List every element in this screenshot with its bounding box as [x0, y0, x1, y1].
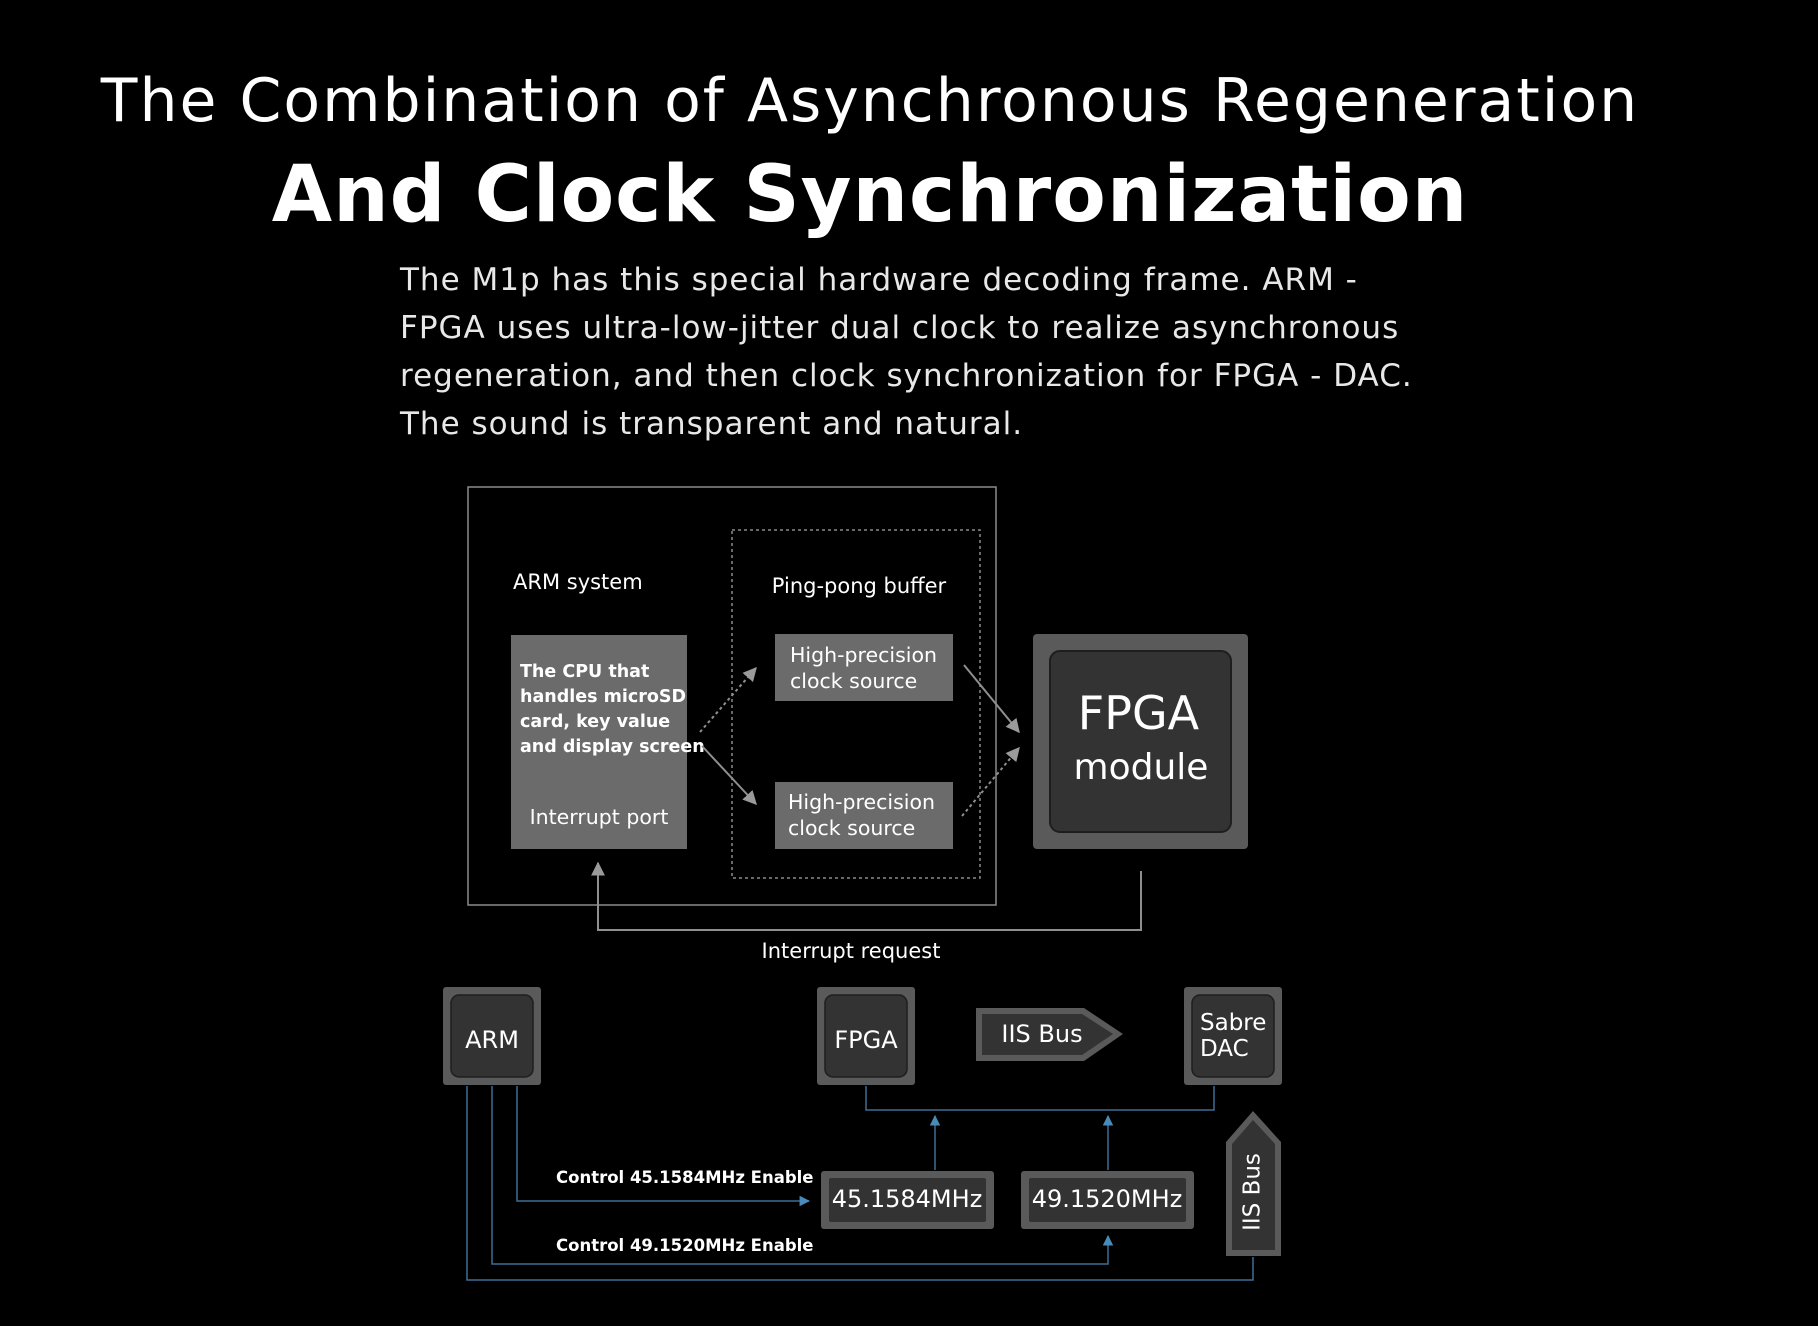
- arrow-clock-1-to-fpga: [963, 664, 1020, 734]
- cpu-text: The CPU that handles microSD card, key v…: [520, 662, 705, 757]
- interrupt-request-line: [591, 861, 1142, 931]
- arrow-clock-2-to-fpga: [961, 746, 1020, 817]
- cpu-box: [511, 635, 687, 849]
- control-49-line: [491, 1086, 1114, 1265]
- interrupt-request-label: Interrupt request: [762, 939, 941, 963]
- fpga-chip-label: FPGA: [834, 1026, 898, 1054]
- description: The M1p has this special hardware decodi…: [400, 256, 1413, 448]
- control-45-line: [516, 1086, 811, 1207]
- clock-source-box-2: [775, 782, 953, 849]
- osc-49-label: 49.1520MHz: [1032, 1185, 1183, 1213]
- arrow-cpu-to-clock-1: [699, 666, 757, 733]
- sabre-dac-chip-inner: [1191, 994, 1275, 1078]
- description-line: regeneration, and then clock synchroniza…: [400, 358, 1413, 394]
- control-49-label: Control 49.1520MHz Enable: [556, 1236, 814, 1255]
- osc-45-label: 45.1584MHz: [832, 1185, 983, 1213]
- osc-45-box-inner: [829, 1178, 986, 1222]
- arm-chip-inner: [450, 994, 534, 1078]
- osc-49-box-inner: [1029, 1178, 1186, 1222]
- clock-source-text-1: High-precision clock source: [790, 643, 944, 693]
- iis-bus-vertical-arrow-inner: [1232, 1120, 1275, 1250]
- arm-system-label: ARM system: [513, 570, 643, 594]
- pingpong-buffer-label: Ping-pong buffer: [772, 574, 947, 598]
- iis-bus-vertical-label: IIS Bus: [1240, 1153, 1266, 1231]
- iis-bus-horizontal-arrow-inner: [982, 1014, 1113, 1055]
- fpga-dac-bus-line: [865, 1086, 1215, 1111]
- control-45-label: Control 45.1584MHz Enable: [556, 1168, 814, 1187]
- title-line-2: And Clock Synchronization: [271, 150, 1469, 240]
- description-line: The M1p has this special hardware decodi…: [400, 262, 1358, 298]
- interrupt-port-label: Interrupt port: [530, 805, 669, 829]
- arm-chip-label: ARM: [465, 1026, 519, 1054]
- fpga-module-label: FPGA module: [1074, 686, 1209, 788]
- iis-bus-horizontal-label: IIS Bus: [1001, 1020, 1082, 1048]
- description-line: The sound is transparent and natural.: [400, 406, 1024, 442]
- fpga-chip-inner: [824, 994, 908, 1078]
- fpga-module-chip-inner: [1049, 650, 1232, 833]
- description-line: FPGA uses ultra-low-jitter dual clock to…: [400, 310, 1400, 346]
- arm-system-frame: [467, 486, 997, 906]
- pingpong-buffer-frame: [731, 529, 981, 879]
- sabre-dac-label: Sabre DAC: [1200, 1010, 1274, 1062]
- iis-return-line: [466, 1086, 1254, 1281]
- clock-source-box-1: [775, 634, 953, 701]
- title-line-1: The Combination of Asynchronous Regenera…: [100, 66, 1640, 136]
- clock-source-text-2: High-precision clock source: [788, 790, 942, 840]
- arrow-cpu-to-clock-2: [701, 745, 757, 806]
